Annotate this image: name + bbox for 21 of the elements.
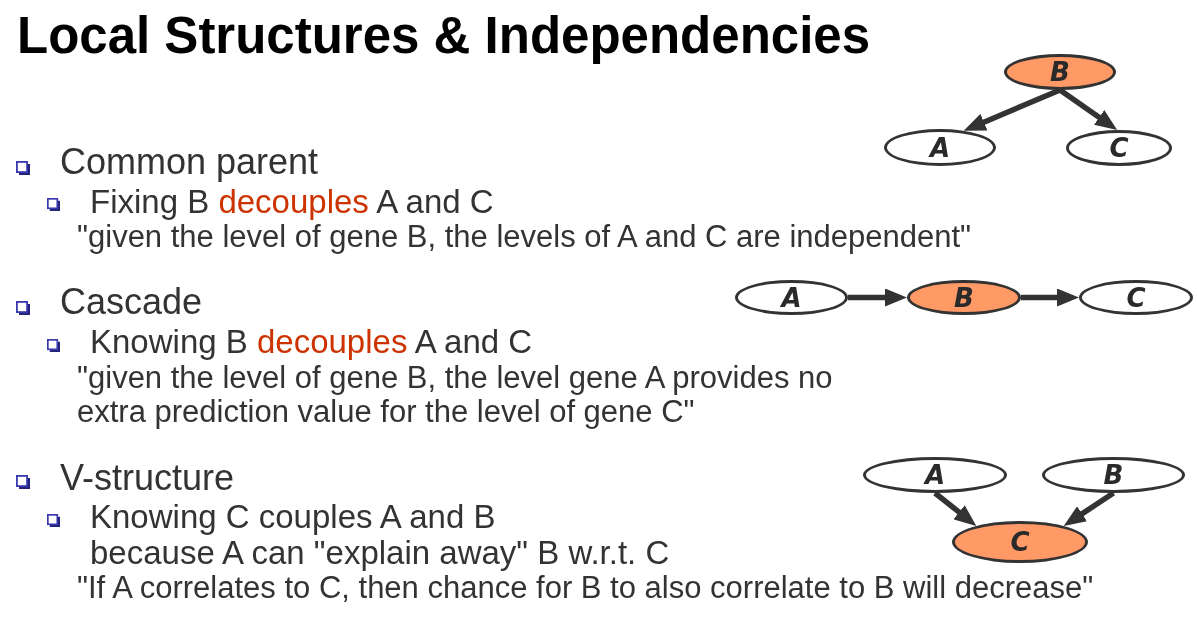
node-label: C (1010, 529, 1030, 555)
bullet-text: Knowing B decouples A and C (90, 324, 534, 360)
node-label: C (1109, 135, 1129, 161)
node-label: A (781, 284, 802, 311)
bullet-text: because A can "explain away" B w.r.t. C (90, 535, 671, 571)
quote-text: "given the level of gene B, the levels of A and C are independent" (77, 220, 973, 254)
node-label: B (954, 284, 974, 311)
arrow (1021, 288, 1079, 307)
quote-text: "given the level of gene B, the level gene A provides no extra prediction value for the level of gene C" (77, 361, 834, 429)
node-label: B (1103, 462, 1124, 488)
bullet-text: Fixing B decouples A and C (90, 184, 495, 220)
bullet-text: Knowing C couples A and B (90, 499, 497, 535)
bullet-heading: Common parent (60, 142, 320, 182)
node-label: B (1050, 59, 1070, 85)
node-label: A (924, 462, 946, 488)
bullet-heading: V-structure (60, 458, 236, 498)
bullet-heading: Cascade (60, 282, 204, 322)
arrow (848, 288, 907, 307)
node-label: A (929, 134, 951, 161)
node-label: C (1126, 284, 1146, 311)
quote-text: "If A correlates to C, then chance for B to also correlate to B will decrease" (77, 571, 1095, 605)
